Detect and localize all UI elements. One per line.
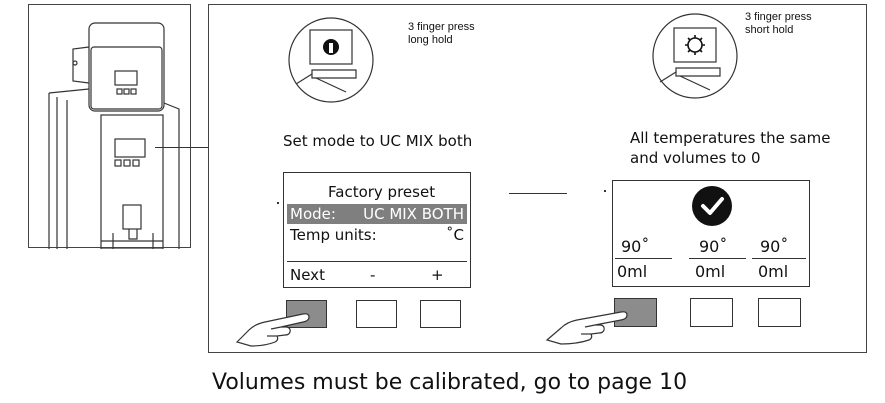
- long-hold-callout: [288, 17, 374, 103]
- col-divider-1: [615, 258, 672, 259]
- gear-icon: [685, 35, 705, 55]
- dot-right: [604, 190, 606, 192]
- dispenser-machine-icon: [48, 22, 180, 250]
- volume-2: 0ml: [695, 262, 726, 281]
- result-screen: 90˚ 90˚ 90˚ 0ml 0ml 0ml: [612, 180, 810, 287]
- set-mode-caption: Set mode to UC MIX both: [283, 132, 473, 150]
- volume-1: 0ml: [617, 262, 648, 281]
- long-hold-note: 3 finger press long hold: [408, 21, 475, 46]
- next-softkey-label: Next: [290, 266, 325, 284]
- connector-line: [155, 147, 208, 148]
- plus-softkey-label: +: [431, 266, 444, 284]
- checkmark-icon: [692, 186, 732, 226]
- transition-line: [509, 193, 567, 194]
- calibration-footer: Volumes must be calibrated, go to page 1…: [212, 370, 688, 395]
- temperatures-caption: All temperatures the same and volumes to…: [630, 129, 831, 167]
- short-hold-callout: [652, 13, 738, 99]
- col-divider-3: [752, 258, 806, 259]
- col-divider-2: [689, 258, 746, 259]
- temp-3: 90˚: [760, 237, 789, 256]
- factory-preset-screen: Factory preset Mode: UC MIX BOTH Temp un…: [283, 172, 471, 288]
- minus-button[interactable]: [356, 300, 397, 328]
- screen-divider: [287, 261, 467, 262]
- minus-softkey-label: -: [370, 266, 376, 284]
- instruction-panel: [208, 4, 867, 353]
- mode-row-highlight: Mode: UC MIX BOTH: [287, 204, 467, 224]
- unlock-icon: [323, 39, 339, 55]
- dot-left: [277, 202, 279, 204]
- pointing-hand-icon: [235, 313, 310, 347]
- pointing-hand-icon-right: [545, 311, 628, 345]
- plus-button[interactable]: [420, 300, 461, 328]
- mode-label: Mode:: [290, 205, 336, 223]
- short-hold-note: 3 finger press short hold: [745, 11, 812, 36]
- screen-title: Factory preset: [328, 183, 436, 201]
- temp-2: 90˚: [699, 237, 728, 256]
- machine-illustration-frame: [28, 4, 191, 250]
- right-action-button[interactable]: [758, 298, 801, 327]
- temp-units-value: ˚C: [446, 226, 464, 244]
- mode-value: UC MIX BOTH: [363, 205, 464, 223]
- middle-action-button[interactable]: [690, 298, 733, 327]
- volume-3: 0ml: [758, 262, 789, 281]
- temp-units-label: Temp units:: [290, 226, 377, 244]
- temp-1: 90˚: [621, 237, 650, 256]
